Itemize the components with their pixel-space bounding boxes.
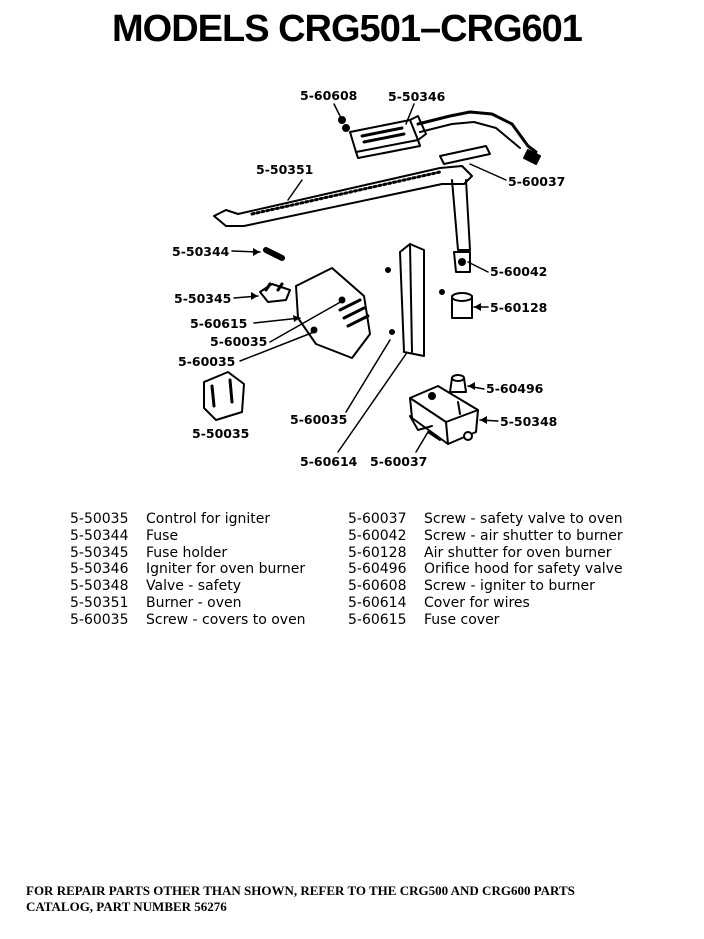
part-number: 5-60496 (348, 561, 407, 578)
part-number: 5-60128 (348, 544, 407, 561)
callout-5-50344: 5-50344 (172, 244, 230, 259)
parts-legend-right: 5-60037 Screw - safety valve to oven 5-60… (348, 511, 623, 629)
part-number: 5-50351 (70, 594, 129, 611)
fuse-cover-part (295, 267, 371, 359)
part-description: Burner - oven (146, 594, 242, 611)
part-description: Screw - igniter to burner (424, 578, 595, 595)
part-description: Control for igniter (146, 511, 271, 527)
part-number: 5-60042 (348, 527, 407, 544)
burner-part (213, 145, 491, 273)
wire-cover-part (385, 243, 425, 357)
callout-5-50035: 5-50035 (192, 426, 249, 441)
part-description: Screw - safety valve to oven (424, 511, 623, 527)
callout-5-60037-bottom: 5-60037 (370, 454, 427, 469)
callout-5-50345: 5-50345 (174, 291, 231, 306)
legend-row: 5-60608 Screw - igniter to burner (348, 578, 623, 595)
callout-5-60037-top: 5-60037 (508, 174, 565, 189)
legend-row: 5-50345 Fuse holder (70, 545, 306, 562)
air-shutter-part (439, 289, 473, 319)
part-number: 5-50344 (70, 527, 129, 544)
callout-5-50351: 5-50351 (256, 162, 313, 177)
part-number: 5-60615 (348, 611, 407, 628)
footer-line-1: FOR REPAIR PARTS OTHER THAN SHOWN, REFER… (26, 883, 575, 898)
part-description: Air shutter for oven burner (424, 544, 612, 561)
legend-row: 5-60035 Screw - covers to oven (70, 612, 306, 629)
part-number: 5-50345 (70, 544, 129, 561)
callout-5-60035-lower: 5-60035 (290, 412, 347, 427)
part-description: Fuse (146, 527, 179, 544)
part-description: Screw - covers to oven (146, 611, 306, 628)
legend-row: 5-50344 Fuse (70, 528, 306, 545)
footer-line-2: CATALOG, PART NUMBER 56276 (26, 899, 227, 914)
footer-note: FOR REPAIR PARTS OTHER THAN SHOWN, REFER… (26, 883, 696, 915)
legend-row: 5-60128 Air shutter for oven burner (348, 545, 623, 562)
fuse-part (263, 247, 285, 261)
part-description: Fuse cover (424, 611, 500, 628)
legend-row: 5-60496 Orifice hood for safety valve (348, 561, 623, 578)
part-number: 5-60035 (70, 611, 129, 628)
fuse-holder-part (259, 282, 291, 303)
part-number: 5-60037 (348, 511, 407, 527)
part-number: 5-60614 (348, 594, 407, 611)
callout-5-60042: 5-60042 (490, 264, 547, 279)
callout-5-60035-upper: 5-60035 (210, 334, 267, 349)
part-number: 5-50348 (70, 578, 129, 595)
legend-row: 5-50348 Valve - safety (70, 578, 306, 595)
parts-legend-left: 5-50035 Control for igniter 5-50344 Fuse 5… (70, 511, 306, 629)
safety-valve-part (409, 385, 479, 445)
legend-row: 5-60037 Screw - safety valve to oven (348, 511, 623, 528)
part-description: Orifice hood for safety valve (424, 561, 623, 578)
callout-5-60128: 5-60128 (490, 300, 547, 315)
part-description: Cover for wires (424, 594, 530, 611)
callout-5-60608: 5-60608 (300, 88, 357, 103)
part-number: 5-50035 (70, 511, 129, 527)
part-description: Fuse holder (146, 544, 228, 561)
legend-row: 5-50346 Igniter for oven burner (70, 561, 306, 578)
legend-row: 5-60614 Cover for wires (348, 595, 623, 612)
callout-arrowheads (251, 248, 487, 424)
part-description: Igniter for oven burner (146, 561, 306, 578)
callout-5-60615: 5-60615 (190, 316, 247, 331)
part-description: Screw - air shutter to burner (424, 527, 623, 544)
orifice-hood-part (449, 374, 467, 393)
igniter-part (338, 110, 541, 165)
callout-5-50348: 5-50348 (500, 414, 557, 429)
legend-row: 5-60615 Fuse cover (348, 612, 623, 629)
part-number: 5-50346 (70, 561, 129, 578)
callout-5-60614: 5-60614 (300, 454, 358, 469)
legend-row: 5-60042 Screw - air shutter to burner (348, 528, 623, 545)
exploded-parts-diagram: 5-60608 5-50346 5-50351 5-60037 5-50344 … (172, 88, 565, 469)
legend-row: 5-50035 Control for igniter (70, 511, 306, 528)
legend-row: 5-50351 Burner - oven (70, 595, 306, 612)
callout-5-60035-middle: 5-60035 (178, 354, 235, 369)
igniter-control-part (203, 371, 245, 421)
callout-5-60496: 5-60496 (486, 381, 544, 396)
page-title: MODELS CRG501–CRG601 (112, 8, 583, 50)
part-description: Valve - safety (146, 578, 241, 595)
callout-5-50346: 5-50346 (388, 89, 446, 104)
part-number: 5-60608 (348, 578, 407, 595)
